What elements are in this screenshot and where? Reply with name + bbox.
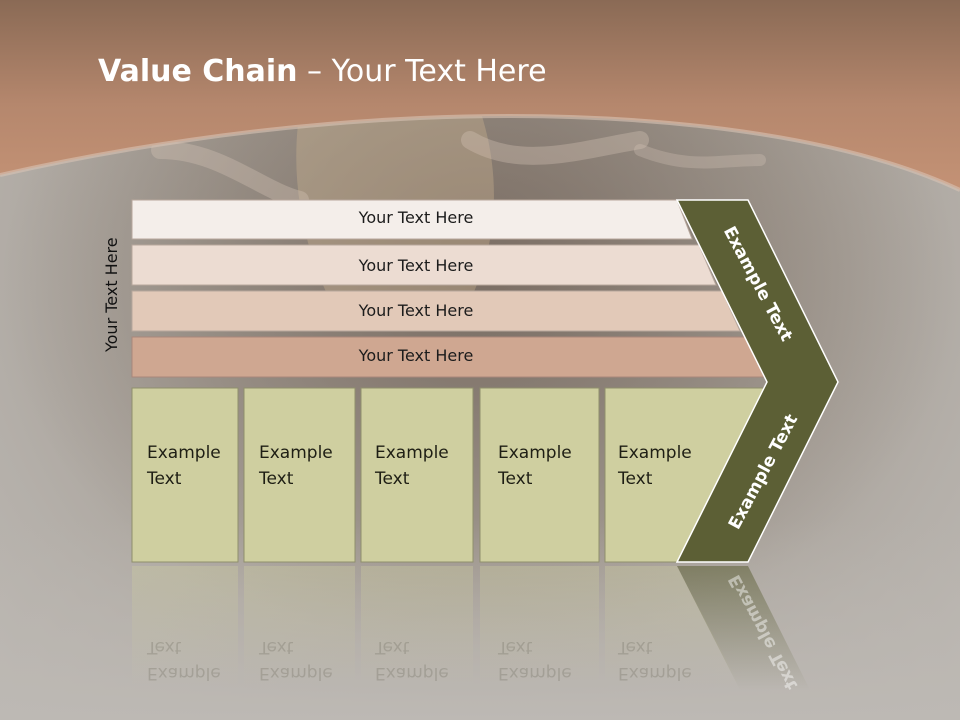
box-5-reflection	[605, 566, 740, 686]
box-4-reflection	[480, 566, 599, 686]
row-label-1: Your Text Here	[358, 208, 474, 227]
box-3	[360, 387, 474, 563]
box-2	[243, 387, 356, 563]
box-1	[131, 387, 239, 563]
margin-chevron	[675, 199, 839, 563]
box-2-reflection	[244, 566, 355, 686]
slide-title: Value Chain – Your Text Here	[98, 54, 547, 89]
chevron-reflection	[677, 566, 810, 690]
row-bar-2	[131, 244, 717, 286]
row-label-2: Your Text Here	[358, 256, 474, 275]
row-bar-1	[131, 199, 693, 240]
title-band	[0, 0, 960, 192]
title-bold: Value Chain	[98, 54, 298, 89]
row-bar-3	[131, 290, 741, 332]
box-4	[479, 387, 600, 563]
title-rest: – Your Text Here	[297, 54, 547, 89]
row-label-4: Your Text Here	[358, 346, 474, 365]
box-1-reflection	[132, 566, 238, 686]
box-3-reflection	[361, 566, 473, 686]
row-label-3: Your Text Here	[358, 301, 474, 320]
